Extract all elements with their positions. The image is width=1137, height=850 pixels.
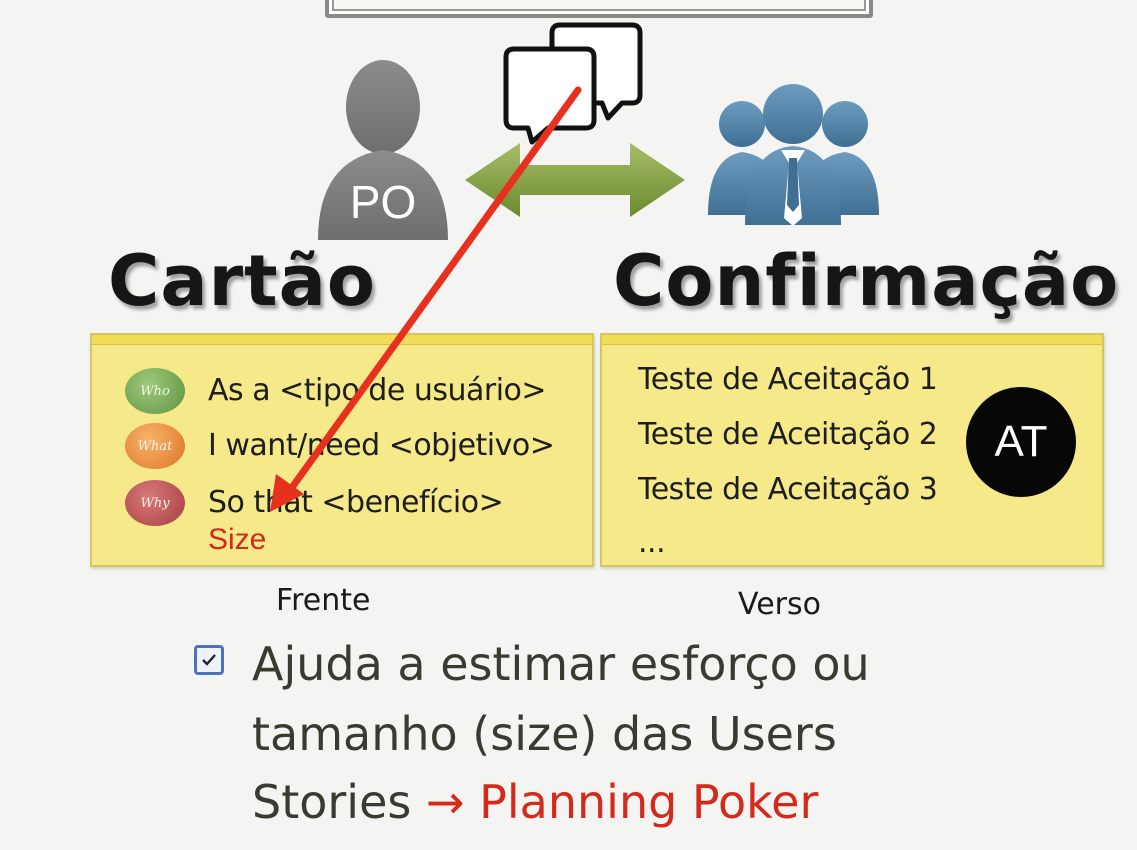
who-badge-icon: Who (125, 368, 185, 414)
heading-card: Cartão (108, 240, 376, 322)
acceptance-test-ellipsis: ... (638, 525, 666, 560)
person-icon: PO (318, 60, 448, 240)
bullet-line-2: tamanho (size) das Users (252, 707, 837, 761)
at-badge: AT (966, 387, 1076, 497)
checkbox-icon (194, 645, 224, 675)
arrow-right-icon: → (425, 775, 465, 829)
planning-poker-text: Planning Poker (479, 775, 819, 829)
po-label: PO (350, 176, 416, 228)
acceptance-test-3: Teste de Aceitação 3 (638, 472, 938, 507)
caption-back: Verso (738, 587, 821, 622)
why-badge-icon: Why (125, 480, 185, 526)
heading-confirmation: Confirmação (613, 240, 1120, 322)
bullet-line-3: Stories → Planning Poker (252, 768, 818, 836)
story-line-who: As a <tipo de usuário> (208, 373, 547, 408)
top-frame (325, 0, 873, 18)
double-arrow-icon (465, 143, 685, 217)
bullet-line-3-prefix: Stories (252, 775, 412, 829)
card-back: Teste de Aceitação 1 Teste de Aceitação … (600, 333, 1104, 567)
acceptance-test-1: Teste de Aceitação 1 (638, 362, 938, 397)
story-line-why: So that <benefício> (208, 485, 504, 520)
red-arrow-icon (270, 86, 582, 512)
team-icon (708, 84, 879, 226)
acceptance-test-2: Teste de Aceitação 2 (638, 417, 938, 452)
size-label: Size (208, 523, 267, 556)
card-front: Who What Why As a <tipo de usuário> I wa… (90, 333, 594, 567)
caption-front: Frente (276, 583, 371, 618)
bullet-line-1: Ajuda a estimar esforço ou (252, 637, 870, 691)
story-line-what: I want/need <objetivo> (208, 428, 555, 463)
what-badge-icon: What (125, 423, 185, 469)
